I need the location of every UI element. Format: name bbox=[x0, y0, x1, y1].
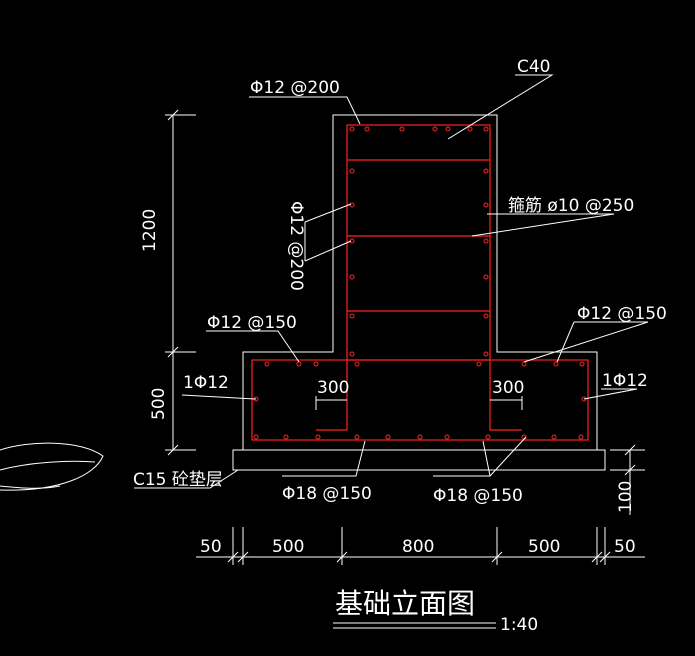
label-bottom-bar-right: Φ18 @150 bbox=[433, 486, 523, 506]
drawing-title: 基础立面图 bbox=[335, 587, 475, 620]
c15-cushion-layer bbox=[232, 449, 606, 471]
label-concrete-grade: C40 bbox=[517, 57, 551, 77]
dim-bottom-0: 50 bbox=[200, 537, 222, 557]
leader-lines bbox=[134, 74, 649, 489]
label-edge-bar-left: 1Φ12 bbox=[183, 373, 229, 393]
title-underline bbox=[333, 622, 496, 629]
dim-cushion-thickness: 100 bbox=[616, 481, 636, 513]
label-column-side-bar: Φ12 @200 bbox=[286, 201, 306, 291]
footing-rebar-cage bbox=[251, 359, 589, 441]
drawing-scale: 1:40 bbox=[500, 615, 538, 635]
label-anchor-left: 300 bbox=[317, 378, 349, 398]
label-footing-top-left: Φ12 @150 bbox=[207, 313, 297, 333]
dimension-lines bbox=[165, 109, 645, 565]
foundation-outline bbox=[242, 114, 598, 451]
dim-bottom-2: 800 bbox=[402, 537, 434, 557]
dim-bottom-3: 500 bbox=[528, 537, 560, 557]
dim-bottom-4: 50 bbox=[614, 537, 636, 557]
label-footing-top-right: Φ12 @150 bbox=[577, 304, 667, 324]
column-bar-anchor-left bbox=[316, 360, 348, 431]
column-bar-anchor-right bbox=[489, 360, 522, 431]
label-edge-bar-right: 1Φ12 bbox=[602, 371, 648, 391]
rebar-dots bbox=[253, 126, 587, 440]
partial-detail-sketch bbox=[0, 442, 104, 491]
label-stirrup: 箍筋 ø10 @250 bbox=[508, 196, 634, 216]
label-anchor-right: 300 bbox=[492, 378, 524, 398]
label-top-bar: Φ12 @200 bbox=[250, 78, 340, 98]
dim-column-height: 1200 bbox=[140, 209, 160, 252]
dim-footing-height: 500 bbox=[149, 388, 169, 420]
label-cushion: C15 砼垫层 bbox=[133, 470, 223, 490]
label-bottom-bar-left: Φ18 @150 bbox=[282, 484, 372, 504]
dim-bottom-1: 500 bbox=[272, 537, 304, 557]
